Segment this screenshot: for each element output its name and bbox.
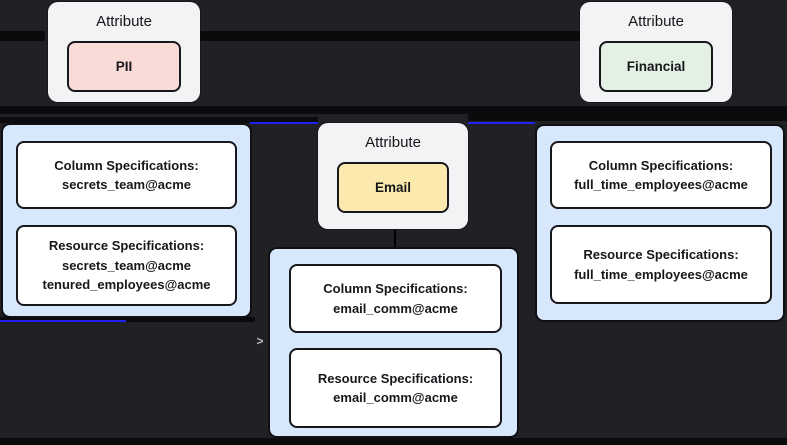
spec-group-financial: Column Specifications: full_time_employe… <box>535 124 785 322</box>
resource-specs-box: Resource Specifications: full_time_emplo… <box>550 225 772 304</box>
arrowhead-icon: > <box>256 334 264 348</box>
attribute-node-financial: Attribute Financial <box>580 2 732 102</box>
column-specs-value: full_time_employees@acme <box>574 177 748 192</box>
column-specs-box: Column Specifications: secrets_team@acme <box>16 141 237 209</box>
resource-specs-value: full_time_employees@acme <box>574 266 748 282</box>
attribute-label-email: Email <box>337 162 449 213</box>
edge-band-top-left <box>0 31 45 41</box>
attribute-node-pii: Attribute PII <box>48 2 200 102</box>
column-specs-heading: Column Specifications: <box>323 281 468 296</box>
blue-link-email-to-right <box>468 122 535 124</box>
column-specs-box: Column Specifications: full_time_employe… <box>550 141 772 209</box>
attribute-label-financial: Financial <box>599 41 713 92</box>
edge-band-middle-full <box>0 106 787 114</box>
edge-band-left-bottom <box>0 317 255 322</box>
spec-group-pii: Column Specifications: secrets_team@acme… <box>1 123 252 318</box>
column-specs-box: Column Specifications: email_comm@acme <box>289 264 502 333</box>
resource-specs-heading: Resource Specifications: <box>583 247 739 262</box>
resource-specs-value: email_comm@acme <box>333 390 458 405</box>
attribute-title: Attribute <box>365 134 421 151</box>
resource-specs-box: Resource Specifications: secrets_team@ac… <box>16 225 237 306</box>
resource-specs-box: Resource Specifications: email_comm@acme <box>289 348 502 428</box>
edge-band-top-middle <box>200 31 580 41</box>
attribute-label-pii: PII <box>67 41 181 92</box>
edge-email-connector <box>394 230 396 248</box>
resource-specs-value: secrets_team@acme <box>61 257 192 273</box>
edge-band-middle-left <box>0 117 318 123</box>
resource-specs-heading: Resource Specifications: <box>48 238 205 254</box>
edge-band-middle-right <box>468 114 787 121</box>
blue-link-left-to-email <box>250 122 318 124</box>
column-specs-value: secrets_team@acme <box>61 177 192 192</box>
blue-link-left-bottom <box>0 320 126 322</box>
attribute-node-email: Attribute Email <box>318 123 468 229</box>
spec-group-email: Column Specifications: email_comm@acme R… <box>268 247 519 438</box>
resource-specs-heading: Resource Specifications: <box>317 370 474 386</box>
attribute-title: Attribute <box>628 13 684 30</box>
attribute-title: Attribute <box>96 13 152 30</box>
edge-band-bottom <box>0 438 787 445</box>
column-specs-heading: Column Specifications: <box>588 157 734 173</box>
column-specs-value: email_comm@acme <box>333 300 458 316</box>
column-specs-heading: Column Specifications: <box>54 157 199 173</box>
resource-specs-value: tenured_employees@acme <box>42 277 211 293</box>
